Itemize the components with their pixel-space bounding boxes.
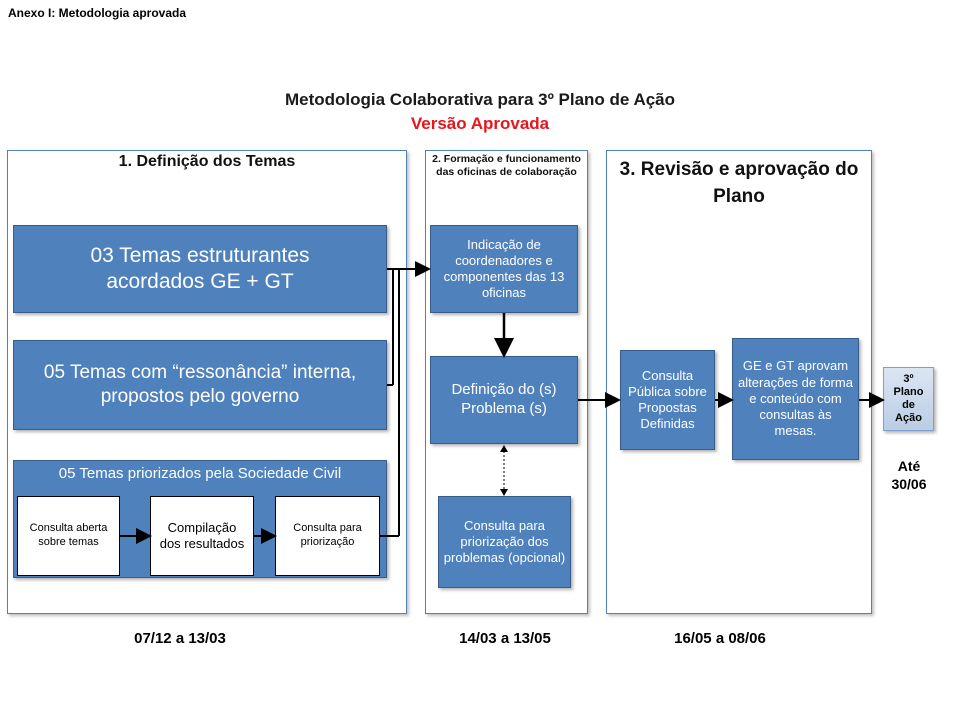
phase1-date: 07/12 a 13/03	[134, 630, 226, 647]
phase3-date: 16/05 a 08/06	[674, 630, 766, 647]
phase3-public-consultation-box: Consulta Pública sobre Propostas Definid…	[620, 350, 715, 450]
step-prioritization: Consulta para priorização	[275, 496, 380, 576]
phase1-civil-society-title: 05 Temas priorizados pela Sociedade Civi…	[58, 465, 342, 482]
phase2-heading: 2. Formação e funcionamento das oficinas…	[432, 153, 581, 178]
phase2-problem-prioritization-box: Consulta para priorização dos problemas …	[438, 496, 571, 588]
diagram-subtitle: Versão Aprovada	[410, 114, 550, 133]
diagram-title: Metodologia Colaborativa para 3º Plano d…	[284, 90, 676, 109]
phase1-government-themes-box: 05 Temas com “ressonância” interna, prop…	[13, 340, 387, 430]
phase2-coordinators-box: Indicação de coordenadores e componentes…	[430, 225, 578, 313]
step-compilation: Compilação dos resultados	[150, 496, 254, 576]
final-plan-box: 3º Plano de Ação	[883, 367, 934, 431]
final-deadline: Até 30/06	[891, 458, 927, 492]
phase3-approval-box: GE e GT aprovam alterações de forma e co…	[732, 338, 859, 460]
phase2-problem-definition-box: Definição do (s) Problema (s)	[430, 356, 578, 444]
phase2-date: 14/03 a 13/05	[459, 630, 551, 647]
step-open-consultation: Consulta aberta sobre temas	[17, 496, 120, 576]
annex-label: Anexo I: Metodologia aprovada	[8, 6, 187, 20]
phase3-heading: 3. Revisão e aprovação do Plano	[619, 159, 859, 207]
phase1-heading: 1. Definição dos Temas	[118, 153, 296, 170]
phase1-structuring-themes-box: 03 Temas estruturantes acordados GE + GT	[13, 225, 387, 313]
